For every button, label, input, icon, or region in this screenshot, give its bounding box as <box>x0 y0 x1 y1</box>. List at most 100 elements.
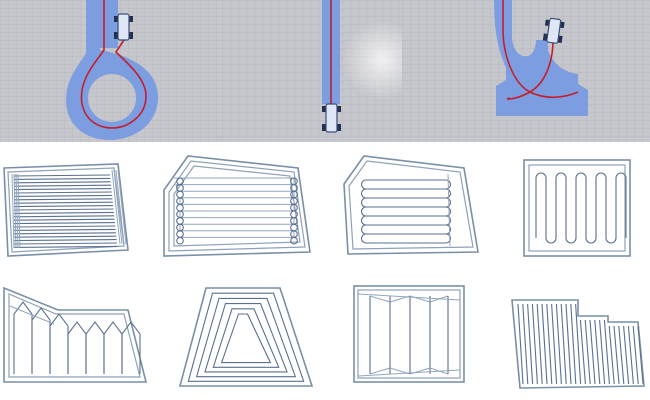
strip-line <box>13 184 112 187</box>
tractor-body <box>546 17 562 44</box>
coverage-route <box>174 177 298 245</box>
loop-turn-diagram <box>0 0 222 142</box>
tractor-wheel <box>114 16 118 22</box>
strip-line <box>13 177 111 180</box>
headland-boundary <box>8 293 141 378</box>
tractor-wheel <box>129 32 133 39</box>
strip-line <box>541 303 548 385</box>
strip-line <box>594 319 601 385</box>
strip-line <box>13 208 114 211</box>
strip-line <box>555 303 562 385</box>
headland-boundary-inner <box>173 165 301 247</box>
pattern-parallel-strips <box>0 150 140 260</box>
boustrophedon-route <box>174 177 295 238</box>
strip-edge <box>117 169 127 245</box>
strip-line <box>589 319 596 385</box>
fishtail-path-2 <box>506 39 554 100</box>
pass-link <box>369 367 391 375</box>
turn-arc <box>176 236 184 245</box>
strip-line <box>608 325 615 385</box>
pattern-headland-loops <box>338 150 488 260</box>
strip-line <box>13 188 112 191</box>
tractor-body <box>325 103 338 133</box>
strip-edge <box>111 169 121 245</box>
strip-edge <box>17 173 21 249</box>
strip-line <box>13 228 116 231</box>
strip-line <box>13 194 113 197</box>
tractor-wheel <box>322 124 326 131</box>
spiral-ring <box>195 297 297 378</box>
coverage-route <box>11 169 127 249</box>
tractor-icon <box>322 103 341 133</box>
strip-line <box>13 232 116 235</box>
coverage-route <box>360 173 452 247</box>
strip-line <box>570 303 577 385</box>
strip-line <box>618 325 625 385</box>
strip-line <box>13 222 115 225</box>
spiral-ring <box>204 303 288 373</box>
parallel-strips-diagram <box>3 163 129 257</box>
strip-line <box>613 325 620 385</box>
strip-edge <box>113 169 123 245</box>
tractor-icon <box>114 13 133 41</box>
tractor-wheel <box>114 32 118 39</box>
strip-line <box>13 191 112 194</box>
tractor-wheel <box>337 106 341 112</box>
strip-line <box>13 181 111 184</box>
strip-line <box>531 303 538 385</box>
strip-line <box>13 198 113 201</box>
panel-straight-pass <box>222 0 402 142</box>
strip-edge <box>11 173 15 249</box>
loop-path <box>80 0 147 129</box>
pattern-zigzag-slope <box>0 282 150 392</box>
strip-edge <box>115 169 125 245</box>
lane-area <box>494 0 588 116</box>
strip-line <box>517 303 524 385</box>
strip-line <box>527 303 534 385</box>
coverage-route <box>357 293 461 377</box>
coverage-route <box>511 299 645 389</box>
headland-boundary <box>168 160 306 252</box>
strip-line <box>13 235 117 238</box>
tractor-wheel <box>322 106 326 112</box>
field-boundary <box>343 155 479 255</box>
spiral-ring <box>187 292 305 382</box>
field-boundary <box>3 286 148 383</box>
strip-line <box>603 319 610 385</box>
spiral-ring <box>212 308 280 368</box>
pattern-skip-passes <box>350 282 470 388</box>
strip-line <box>632 325 639 385</box>
coverage-route <box>9 301 141 374</box>
pass-link <box>357 369 461 377</box>
headland-boundary <box>357 289 461 379</box>
panel-fishtail-turn <box>402 0 650 142</box>
spiral-diagram <box>178 287 314 387</box>
lane-right-strip <box>100 0 118 48</box>
coverage-route <box>535 172 627 244</box>
strip-line <box>565 303 572 385</box>
loop-connector <box>447 173 451 247</box>
tractor-wheel <box>129 16 133 22</box>
strip-line <box>13 201 113 204</box>
strip-line <box>522 303 529 385</box>
tractor-body <box>117 13 130 41</box>
headland-boundary <box>348 160 474 250</box>
headland-boustrophedon-diagram <box>163 155 311 257</box>
strip-line <box>623 325 630 385</box>
field-boundary <box>178 287 314 387</box>
ring-hole <box>88 74 136 122</box>
strip-line <box>13 205 114 208</box>
strip-line <box>546 303 553 385</box>
field-boundary <box>353 285 465 383</box>
tractor-icon <box>542 17 565 44</box>
coverage-route <box>178 287 314 387</box>
skip-passes-diagram <box>353 285 465 383</box>
strip-line <box>13 174 111 177</box>
turn-arc <box>290 236 298 245</box>
strip-line <box>637 325 644 385</box>
strip-line <box>13 215 115 218</box>
pattern-headland-boustrophedon <box>158 150 318 260</box>
lane-area <box>66 0 159 140</box>
stepped-strips-diagram <box>511 299 645 389</box>
straight-pass-diagram <box>222 0 402 142</box>
